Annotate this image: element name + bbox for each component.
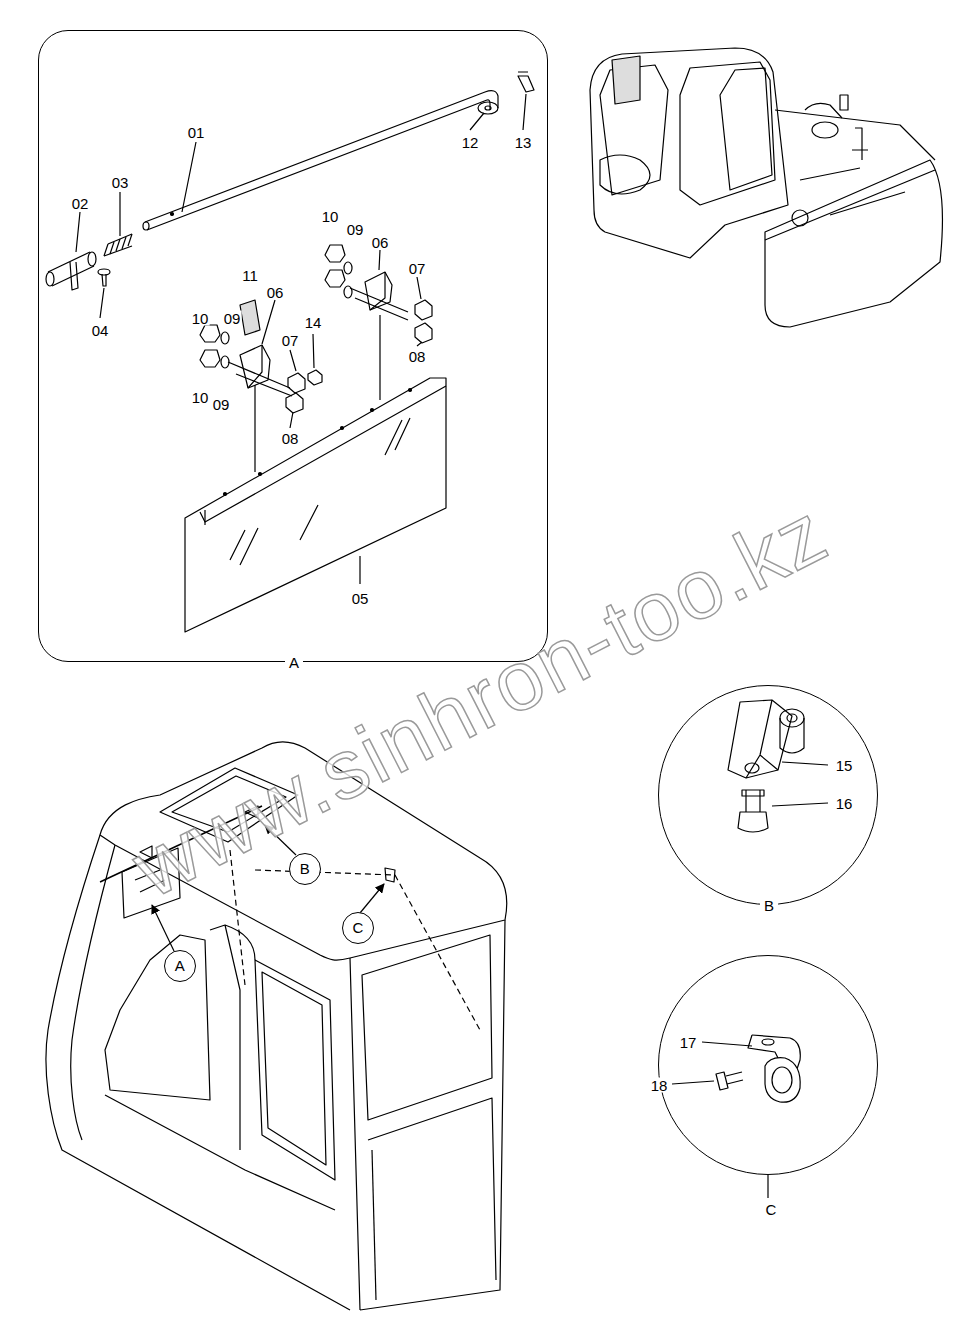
callout-number: 09: [346, 222, 365, 237]
callout-number: 12: [461, 135, 480, 150]
callout-number: 08: [408, 349, 427, 364]
callout-number: 16: [835, 796, 854, 811]
node-letter: A: [175, 958, 185, 973]
part-small-pin: [98, 269, 110, 286]
callout-circle: A: [164, 950, 196, 982]
callout-number: 13: [514, 135, 533, 150]
callout-number: 02: [71, 196, 90, 211]
node-letter: B: [300, 861, 310, 876]
part-bolts-nuts: [200, 245, 432, 413]
callout-number: 11: [241, 268, 259, 283]
callout-arrows: [152, 825, 768, 1198]
callout-number: 06: [371, 235, 390, 250]
detail-bracket-b: [728, 700, 804, 832]
callout-number: 15: [835, 758, 854, 773]
callout-number: 06: [266, 285, 285, 300]
detail-circle: C: [658, 955, 878, 1175]
callout-number: 04: [91, 323, 110, 338]
callout-number: 07: [408, 261, 427, 276]
callout-number: 05: [351, 591, 370, 606]
callout-number: 10: [191, 390, 210, 405]
callout-number: 14: [304, 315, 323, 330]
callout-number: 09: [212, 397, 231, 412]
callout-circle: B: [289, 853, 321, 885]
part-rod: [143, 91, 498, 230]
part-pin: [46, 252, 96, 290]
machine-view: [590, 48, 942, 327]
node-letter: C: [352, 920, 363, 935]
callout-number: 09: [223, 311, 242, 326]
detail-bracket-c: [716, 1035, 800, 1102]
callout-number: 08: [281, 431, 300, 446]
part-hinge: [228, 272, 408, 396]
part-spring: [104, 234, 132, 256]
watermark: www.sinhron-too.kz: [120, 489, 839, 911]
callout-number: 01: [187, 125, 206, 140]
callout-number: 03: [111, 175, 130, 190]
node-letter: A: [285, 655, 303, 670]
callout-number: 10: [321, 209, 340, 224]
part-washer-pin: [478, 72, 534, 114]
callout-number: 18: [650, 1078, 669, 1093]
node-letter: B: [760, 898, 778, 913]
callout-number: 10: [191, 311, 210, 326]
part-glass: [185, 315, 446, 632]
node-letter: C: [764, 1202, 779, 1217]
callout-number: 07: [281, 333, 300, 348]
callout-circle: C: [342, 912, 374, 944]
callout-number: 17: [679, 1035, 698, 1050]
